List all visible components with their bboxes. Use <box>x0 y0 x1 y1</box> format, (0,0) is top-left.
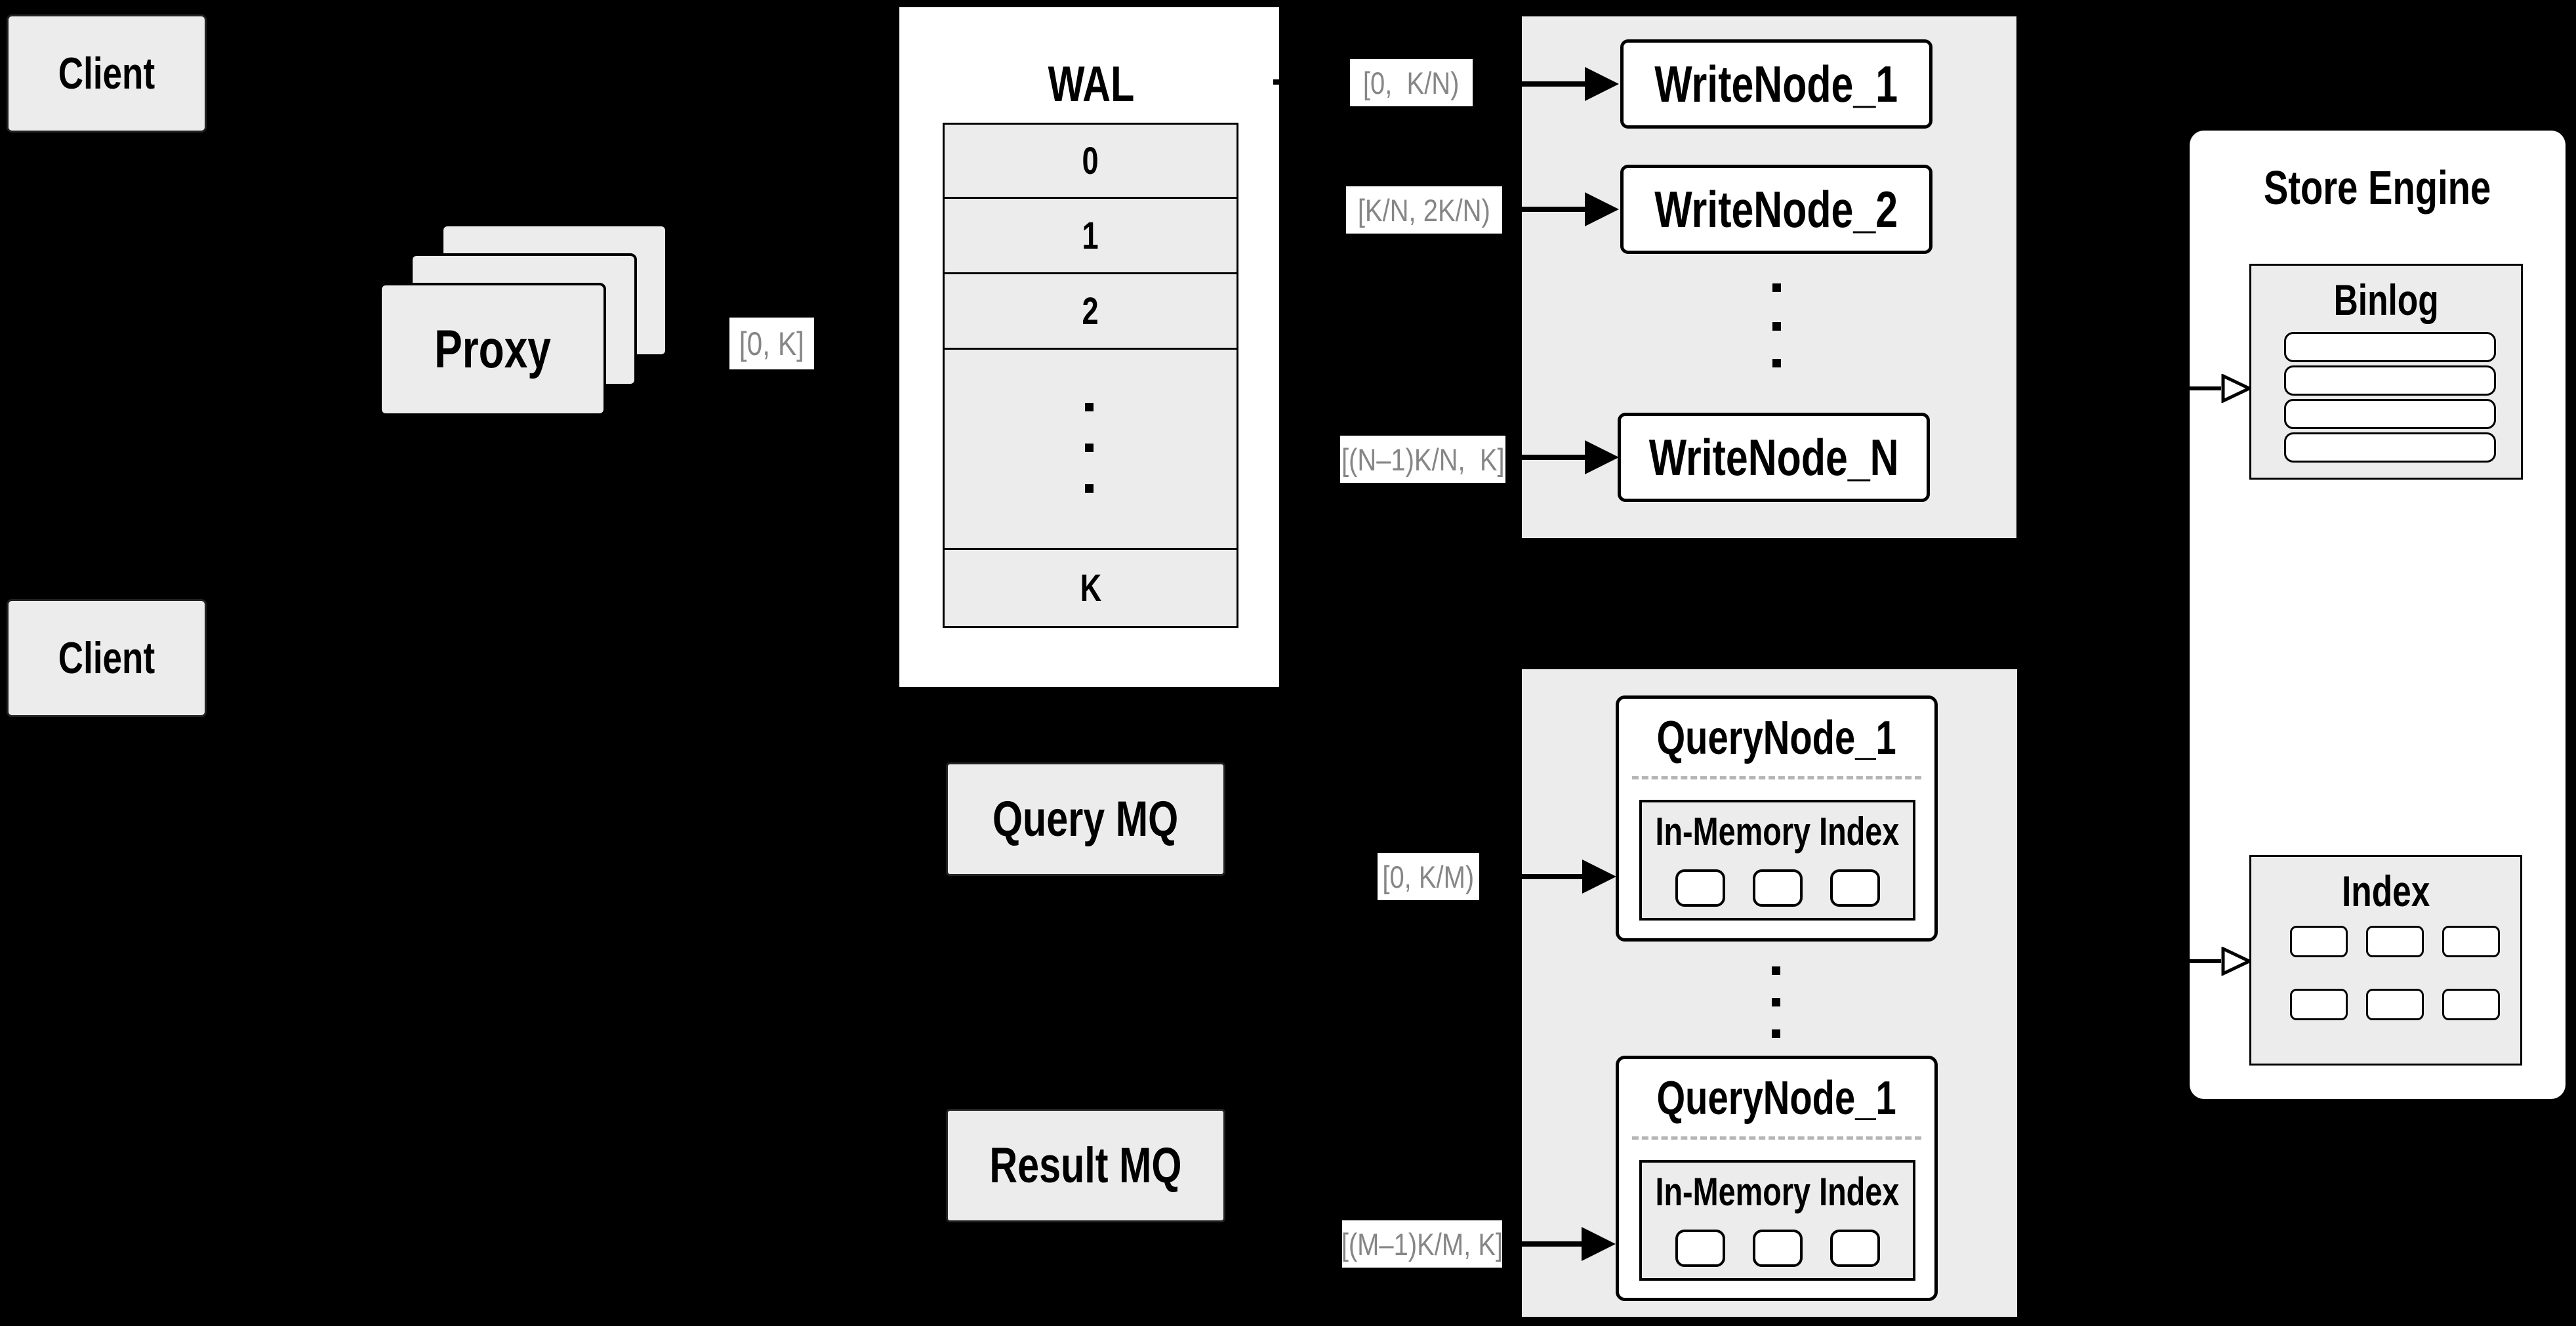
filled-arrowhead-icon <box>1585 192 1619 226</box>
range-query-1: [0, K/M) <box>1378 853 1479 900</box>
index-cell <box>2366 926 2424 957</box>
query-node-divider <box>1632 1136 1921 1140</box>
in-memory-index-title-row: In-Memory Index <box>1655 809 1900 854</box>
arrow-to-index <box>2190 947 2251 976</box>
index-title-row: Index <box>2251 865 2520 917</box>
query-ellipsis-dot <box>1772 966 1780 975</box>
query-mq-label: Query MQ <box>992 791 1179 847</box>
in-memory-segments <box>1642 1230 1913 1267</box>
binlog-row <box>2284 332 2496 362</box>
arrow-to-writenode-1 <box>1522 67 1619 101</box>
arrow-shaft <box>1522 81 1585 87</box>
segment-square <box>1830 869 1880 907</box>
segment-square <box>1675 1230 1725 1267</box>
client-top-box: Client <box>7 14 207 133</box>
filled-arrowhead-icon <box>1585 440 1619 474</box>
index-box: Index <box>2249 855 2522 1066</box>
client-bottom-box: Client <box>7 599 207 717</box>
segment-square <box>1830 1230 1880 1267</box>
index-cell <box>2442 926 2500 957</box>
index-cell <box>2290 989 2348 1020</box>
binlog-row <box>2284 365 2496 396</box>
open-arrowhead-icon <box>2221 947 2251 976</box>
write-node-1: WriteNode_1 <box>1620 39 1932 129</box>
arrow-shaft <box>2190 959 2221 963</box>
wal-ellipsis-dot <box>1085 403 1094 411</box>
in-memory-index-box: In-Memory Index <box>1639 800 1915 921</box>
store-engine-title: Store Engine <box>2264 161 2491 215</box>
arrow-to-binlog <box>2190 374 2251 403</box>
arrow-shaft <box>1522 874 1582 879</box>
in-memory-segments <box>1642 869 1913 907</box>
binlog-box: Binlog <box>2249 264 2523 480</box>
query-ellipsis-dot <box>1772 1029 1780 1038</box>
segment-square <box>1675 869 1725 907</box>
query-node-title-row: QueryNode_1 <box>1656 712 1897 764</box>
write-ellipsis-dot <box>1772 322 1781 331</box>
in-memory-index-box: In-Memory Index <box>1639 1160 1915 1281</box>
wal-title: WAL <box>1048 56 1135 112</box>
proxy-label: Proxy <box>434 319 551 379</box>
query-node-title-row: QueryNode_1 <box>1656 1072 1897 1125</box>
arrow-to-querynode-m <box>1522 1227 1616 1261</box>
wal-title-row: WAL <box>899 48 1283 120</box>
range-write-1: [0, K/N) <box>1350 59 1473 106</box>
range-write-n: [(N–1)K/N, K] <box>1340 436 1505 483</box>
arrow-to-writenode-2 <box>1522 192 1619 226</box>
segment-square <box>1752 1230 1803 1267</box>
write-node-n: WriteNode_N <box>1618 413 1930 502</box>
index-cell <box>2442 989 2500 1020</box>
binlog-title: Binlog <box>2333 276 2439 324</box>
wal-segment-2: 2 <box>943 272 1238 350</box>
range-proxy-out: [0, K] <box>729 318 814 369</box>
proxy-box-front: Proxy <box>379 283 606 416</box>
result-mq-box: Result MQ <box>946 1109 1225 1222</box>
binlog-row <box>2284 399 2496 429</box>
wal-ellipsis-dot <box>1085 484 1094 493</box>
write-ellipsis-dot <box>1772 359 1781 367</box>
client-bottom-label: Client <box>58 633 155 683</box>
segment-square <box>1752 869 1803 907</box>
arrow-shaft <box>1522 1241 1582 1247</box>
arrow-shaft <box>1522 455 1585 460</box>
wal-segment-0: 0 <box>943 123 1238 199</box>
filled-arrowhead-icon <box>1582 860 1616 894</box>
open-arrowhead-icon <box>2221 374 2251 403</box>
query-mq-box: Query MQ <box>946 762 1225 876</box>
wal-out-arrow-stub <box>1273 79 1284 85</box>
range-write-2: [K/N, 2K/N) <box>1346 186 1502 234</box>
in-memory-index-title-row: In-Memory Index <box>1655 1169 1900 1214</box>
wal-segment-k: K <box>943 548 1238 628</box>
wal-segment-1: 1 <box>943 197 1238 274</box>
index-cell <box>2290 926 2348 957</box>
client-top-label: Client <box>58 49 155 98</box>
arrow-shaft <box>2190 386 2221 390</box>
store-engine-title-row: Store Engine <box>2190 157 2566 219</box>
index-cell <box>2366 989 2424 1020</box>
write-ellipsis-dot <box>1772 283 1781 292</box>
query-node-divider <box>1632 776 1921 779</box>
write-node-2: WriteNode_2 <box>1620 165 1932 254</box>
arrow-shaft <box>1522 207 1585 212</box>
arrow-to-querynode-1 <box>1522 860 1616 894</box>
filled-arrowhead-icon <box>1582 1227 1616 1261</box>
range-query-m: [(M–1)K/M, K] <box>1341 1220 1503 1268</box>
store-engine-box: Store Engine Binlog Index <box>2190 131 2566 1099</box>
binlog-row <box>2284 432 2496 463</box>
query-node-1: QueryNode_1 In-Memory Index <box>1616 695 1938 942</box>
index-title: Index <box>2341 867 2430 915</box>
query-node-m: QueryNode_1 In-Memory Index <box>1616 1056 1938 1301</box>
wal-ellipsis-dot <box>1085 444 1094 452</box>
binlog-title-row: Binlog <box>2251 274 2521 326</box>
filled-arrowhead-icon <box>1585 67 1619 101</box>
result-mq-label: Result MQ <box>989 1138 1182 1193</box>
arrow-to-writenode-n <box>1522 440 1619 474</box>
query-ellipsis-dot <box>1772 998 1780 1006</box>
